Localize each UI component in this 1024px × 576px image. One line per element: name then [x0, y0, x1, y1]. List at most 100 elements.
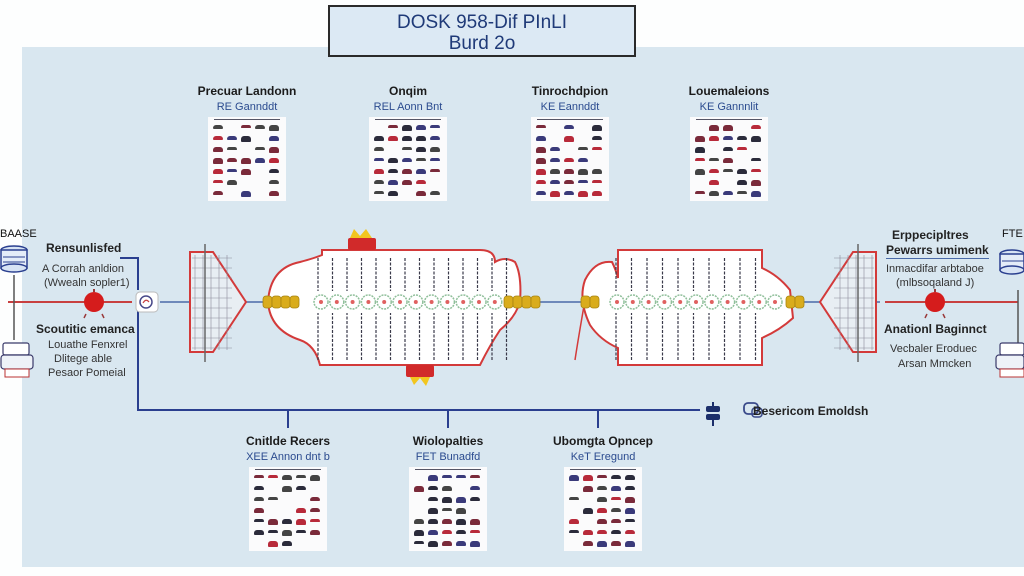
thumbnail-glyph	[470, 530, 480, 533]
right-printer-icon[interactable]	[995, 342, 1024, 378]
thumbnail-glyph	[723, 136, 733, 140]
ring-core	[757, 300, 762, 304]
thumbnail-glyph	[268, 497, 278, 500]
ring-core	[477, 300, 481, 304]
thumbnail-glyph	[254, 475, 264, 478]
thumbnail-glyph	[428, 497, 438, 501]
ref-heading: Cnitlde Recers	[245, 434, 331, 448]
thumbnail-glyph	[536, 125, 546, 128]
right-database-icon[interactable]	[999, 249, 1024, 275]
thumbnail-glyph	[402, 180, 412, 185]
bottom-ref-2: Wiolopalties FET Bunadfd	[398, 434, 498, 551]
thumbnail-glyph	[388, 158, 398, 163]
thumbnail-glyph	[751, 125, 761, 129]
thumbnail-glyph	[269, 169, 279, 173]
thumbnail-glyph	[213, 147, 223, 152]
thumbnail-glyph	[269, 125, 279, 131]
ring-core	[615, 300, 619, 304]
thumbnail-glyph	[709, 180, 719, 185]
shield-icon[interactable]	[135, 291, 159, 313]
thumbnail-glyph	[241, 169, 251, 175]
thumbnail-glyph	[611, 508, 621, 512]
bead	[512, 295, 523, 309]
thumbnail-glyph	[268, 475, 278, 478]
thumbnail-glyph	[611, 541, 621, 546]
thumbnail-glyph	[597, 541, 607, 547]
thumbnail-glyph	[597, 486, 607, 490]
bead	[289, 295, 300, 309]
thumbnail-glyph	[254, 508, 264, 513]
thumbnail-glyph	[310, 475, 320, 481]
left-database-icon[interactable]	[0, 245, 28, 273]
thumbnail-glyph	[550, 191, 560, 197]
thumbnail-glyph	[414, 530, 424, 536]
ref-subheading: KeT Eregund	[570, 451, 636, 463]
bottom-ref-1: Cnitlde Recers XEE Annon dnt b	[238, 434, 338, 551]
ring-core	[429, 300, 434, 304]
ref-thumbnail-grid	[564, 467, 642, 551]
thumbnail-glyph	[430, 191, 440, 195]
right-top-sub-1: Inmacdifar arbtaboe	[886, 263, 984, 275]
thumbnail-glyph	[456, 475, 466, 478]
ring-core	[445, 300, 450, 304]
thumbnail-glyph	[310, 497, 320, 501]
thumbnail-glyph	[428, 541, 438, 547]
thumbnail-glyph	[296, 530, 306, 533]
thumbnail-glyph	[388, 125, 398, 128]
thumbnail-glyph	[597, 475, 607, 478]
thumbnail-glyph	[255, 147, 265, 150]
thumbnail-glyph	[737, 169, 747, 174]
ref-subheading: REL Aonn Bnt	[373, 101, 443, 113]
thumbnail-glyph	[388, 169, 398, 173]
thumbnail-glyph	[723, 169, 733, 172]
ref-thumbnail-grid	[531, 117, 609, 201]
thumbnail-glyph	[723, 147, 733, 151]
thumbnail-glyph	[625, 475, 635, 480]
thumbnail-glyph	[296, 475, 306, 478]
left-top-sub-2: (Wwealn sopler1)	[44, 277, 130, 289]
thumbnail-glyph	[442, 519, 452, 524]
thumbnail-glyph	[374, 169, 384, 174]
thumbnail-glyph	[296, 519, 306, 525]
thumbnail-glyph	[416, 180, 426, 184]
left-funnel	[189, 244, 248, 362]
right-bottom-label: Anationl Baginnct	[884, 322, 987, 336]
thumbnail-glyph	[416, 191, 426, 196]
left-ring-series	[313, 294, 503, 310]
ring-core	[678, 300, 683, 304]
thumbnail-glyph	[268, 519, 278, 525]
thumbnail-glyph	[213, 125, 223, 129]
bottom-ref-3: Ubomgta Opncep KeT Eregund	[553, 434, 653, 551]
thumbnail-bracket	[696, 119, 762, 120]
left-valve-icon	[83, 289, 105, 319]
thumbnail-glyph	[374, 136, 384, 141]
thumbnail-glyph	[227, 158, 237, 162]
right-top-label-2: Pewarrs umimenk	[886, 243, 989, 259]
thumbnail-glyph	[597, 530, 607, 534]
left-top-sub-1: A Corrah anldion	[42, 263, 124, 275]
left-bottom-label: Scoutitic emanca	[36, 322, 135, 336]
thumbnail-glyph	[416, 147, 426, 152]
thumbnail-glyph	[255, 158, 265, 163]
thumbnail-glyph	[611, 530, 621, 534]
thumbnail-glyph	[430, 169, 440, 172]
thumbnail-glyph	[430, 125, 440, 128]
thumbnail-glyph	[430, 158, 440, 161]
thumbnail-glyph	[213, 158, 223, 164]
thumbnail-glyph	[428, 475, 438, 481]
thumbnail-glyph	[470, 519, 480, 525]
thumbnail-glyph	[550, 169, 560, 174]
crown-marker-bottom	[406, 365, 434, 386]
thumbnail-glyph	[310, 530, 320, 535]
thumbnail-glyph	[213, 191, 223, 195]
thumbnail-glyph	[536, 158, 546, 164]
thumbnail-glyph	[564, 191, 574, 195]
thumbnail-glyph	[578, 169, 588, 175]
thumbnail-glyph	[470, 486, 480, 490]
thumbnail-bracket	[255, 469, 321, 470]
left-printer-icon[interactable]	[0, 342, 34, 378]
thumbnail-glyph	[709, 125, 719, 131]
ring-core	[334, 300, 339, 304]
thumbnail-glyph	[254, 519, 264, 522]
